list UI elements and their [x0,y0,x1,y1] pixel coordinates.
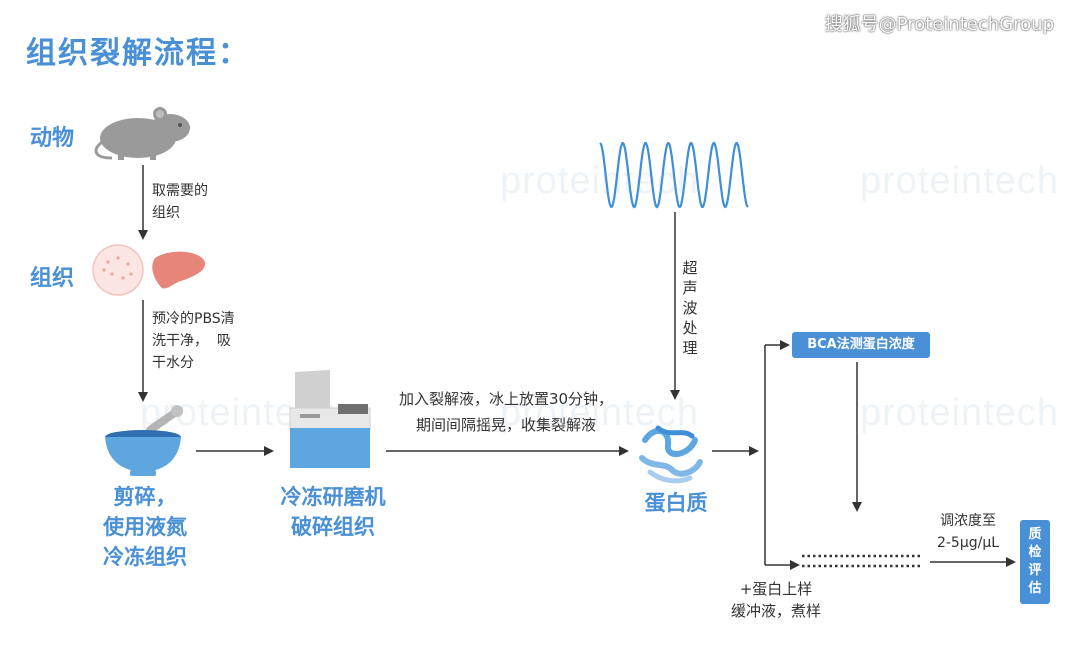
step-note-take-tissue: 取需要的 组织 [152,180,208,224]
tissue-dish-icon [92,244,144,296]
quality-badge: 质 检 评 估 [1020,520,1050,604]
source-watermark: 搜狐号@ProteintechGroup [824,14,1054,35]
step-note-line: 加入裂解液，冰上放置30分钟， [398,390,614,408]
step-note-adjust: 调浓度至 2-5μg/μL [928,510,1008,554]
grinder-machine-icon [289,370,371,468]
label-machine: 冷冻研磨机 破碎组织 [258,482,408,542]
vertical-char: 质 [1028,527,1042,542]
vertical-char: 理 [682,339,698,357]
vertical-char: 处 [682,319,698,337]
vertical-char: 波 [682,299,698,317]
liver-icon [152,251,206,289]
step-note-lysis: 加入裂解液，冰上放置30分钟， 期间间隔摇晃，收集裂解液 [386,386,626,438]
step-note-line: 取需要的 [152,183,208,199]
vertical-char: 检 [1028,545,1042,560]
step-note-line: 期间间隔摇晃，收集裂解液 [415,416,596,434]
step-note-line: 组织 [152,205,180,221]
label-line: 破碎组织 [291,515,375,539]
vertical-char: 评 [1028,563,1042,578]
protein-icon [639,425,703,484]
vertical-char: 估 [1028,581,1042,596]
step-note-sonication: 超 声 波 处 理 [680,258,700,358]
sample-tube-row [802,554,922,568]
step-note-line: 缓冲液，煮样 [730,602,821,620]
step-note-line: 2-5μg/μL [936,535,1000,551]
watermark-text: proteintech [500,160,700,202]
step-note-pbs-wash: 预冷的PBS清 洗干净， 吸 干水分 [152,308,235,374]
label-line: 冷冻研磨机 [280,485,386,509]
label-line: 使用液氮 [103,515,187,539]
vertical-char: 声 [682,279,698,297]
label-animal: 动物 [30,126,75,151]
label-line: 剪碎， [113,485,177,509]
step-note-line: +蛋白上样 [739,580,813,598]
vertical-char: 超 [682,259,698,277]
label-grind: 剪碎， 使用液氮 冷冻组织 [80,482,210,572]
mouse-icon [94,107,190,160]
page-title: 组织裂解流程： [26,36,250,71]
ultrasound-wave-icon [599,141,749,209]
label-protein: 蛋白质 [644,491,708,515]
label-tissue: 组织 [30,266,75,291]
watermark-text: proteintech [860,392,1060,434]
step-note-buffer: +蛋白上样 缓冲液，煮样 [716,578,836,622]
step-note-line: 干水分 [152,355,194,371]
step-note-line: 预冷的PBS清 [152,311,235,327]
step-note-line: 洗干净， 吸 [152,333,231,349]
watermark-text: proteintech [500,392,700,434]
step-note-line: 调浓度至 [940,513,996,529]
label-line: 冷冻组织 [103,545,187,569]
watermark-text: proteintech [860,160,1060,202]
mortar-pestle-icon [105,405,183,476]
bca-badge: BCA法测蛋白浓度 [792,332,930,358]
